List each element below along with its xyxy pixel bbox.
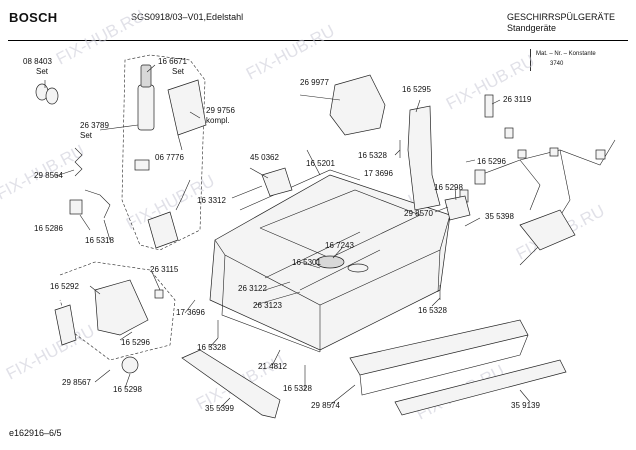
part-label: 26 3789 — [80, 121, 109, 130]
part-label: Set — [80, 131, 93, 140]
drawing-id: e162916–6/5 — [9, 428, 62, 438]
part-label: Set — [36, 67, 49, 76]
model-number: SGS0918/03–V01,Edelstahl — [131, 12, 244, 22]
part-label: 16 5201 — [306, 159, 335, 168]
part-label: 06 7776 — [155, 153, 184, 162]
leader-lines — [44, 64, 531, 409]
header-divider — [8, 40, 628, 41]
part-label: 35 9139 — [511, 401, 540, 410]
part-label: 26 3115 — [150, 265, 179, 274]
part-label: 16 5296 — [477, 157, 506, 166]
part-label: 17 3696 — [176, 308, 205, 317]
group-outlines — [59, 54, 206, 361]
part-label: 16 5328 — [283, 384, 312, 393]
part-label: 35 5398 — [485, 212, 514, 221]
part-label: 16 5301 — [292, 258, 321, 267]
part-label: 16 5328 — [358, 151, 387, 160]
part-label: 16 5292 — [50, 282, 79, 291]
part-label: 16 7243 — [325, 241, 354, 250]
brand-logo: BOSCH — [9, 10, 58, 25]
part-label: 16 5286 — [34, 224, 63, 233]
part-label: 26 3119 — [503, 95, 532, 104]
part-label: 29 8574 — [311, 401, 340, 410]
part-label: 16 5298 — [434, 183, 463, 192]
part-label: Set — [172, 67, 185, 76]
base-frame — [209, 169, 451, 353]
part-label: 16 3312 — [197, 196, 226, 205]
bottom-panels — [181, 140, 567, 419]
part-label: 16 5328 — [197, 343, 226, 352]
stamp-label: Mat. – Nr. – Konstante — [536, 51, 596, 57]
category-subtitle: Standgeräte — [507, 23, 557, 33]
stamp-box — [530, 49, 627, 71]
watermark-text: FIX-HUB.RU — [53, 6, 148, 68]
part-label: 29 8567 — [62, 378, 91, 387]
part-label: 16 5295 — [402, 85, 431, 94]
part-label: 16 5328 — [418, 306, 447, 315]
part-label: 29 8570 — [404, 209, 433, 218]
part-label: 16 6671 — [158, 57, 187, 66]
part-label: 17 3696 — [364, 169, 393, 178]
watermark-text: FIX-HUB.RU — [243, 21, 338, 83]
part-label: 16 5298 — [113, 385, 142, 394]
part-label: 29 9756 — [206, 106, 235, 115]
part-label: 45 0362 — [250, 153, 279, 162]
category-title: GESCHIRRSPÜLGERÄTE — [507, 12, 616, 22]
stamp-value: 3740 — [550, 61, 564, 67]
part-label: 26 9977 — [300, 78, 329, 87]
left-small-parts — [35, 83, 164, 374]
pump-assembly — [134, 64, 207, 249]
part-label: 35 5399 — [205, 404, 234, 413]
part-label: 26 3123 — [253, 301, 282, 310]
watermark-text: FIX-HUB.RU — [3, 321, 98, 383]
part-label: 29 8564 — [34, 171, 63, 180]
part-label: 16 5296 — [121, 338, 150, 347]
part-label: 21 4812 — [258, 362, 287, 371]
right-cable-harness — [444, 127, 616, 266]
part-label: 16 5318 — [85, 236, 114, 245]
part-label: 08 8403 — [23, 57, 52, 66]
part-label: kompl. — [206, 116, 230, 125]
part-labels: 08 8403 Set 16 6671 Set 26 3789 Set 29 9… — [23, 57, 540, 413]
part-label: 26 3122 — [238, 284, 267, 293]
upper-middle-parts — [261, 74, 494, 211]
